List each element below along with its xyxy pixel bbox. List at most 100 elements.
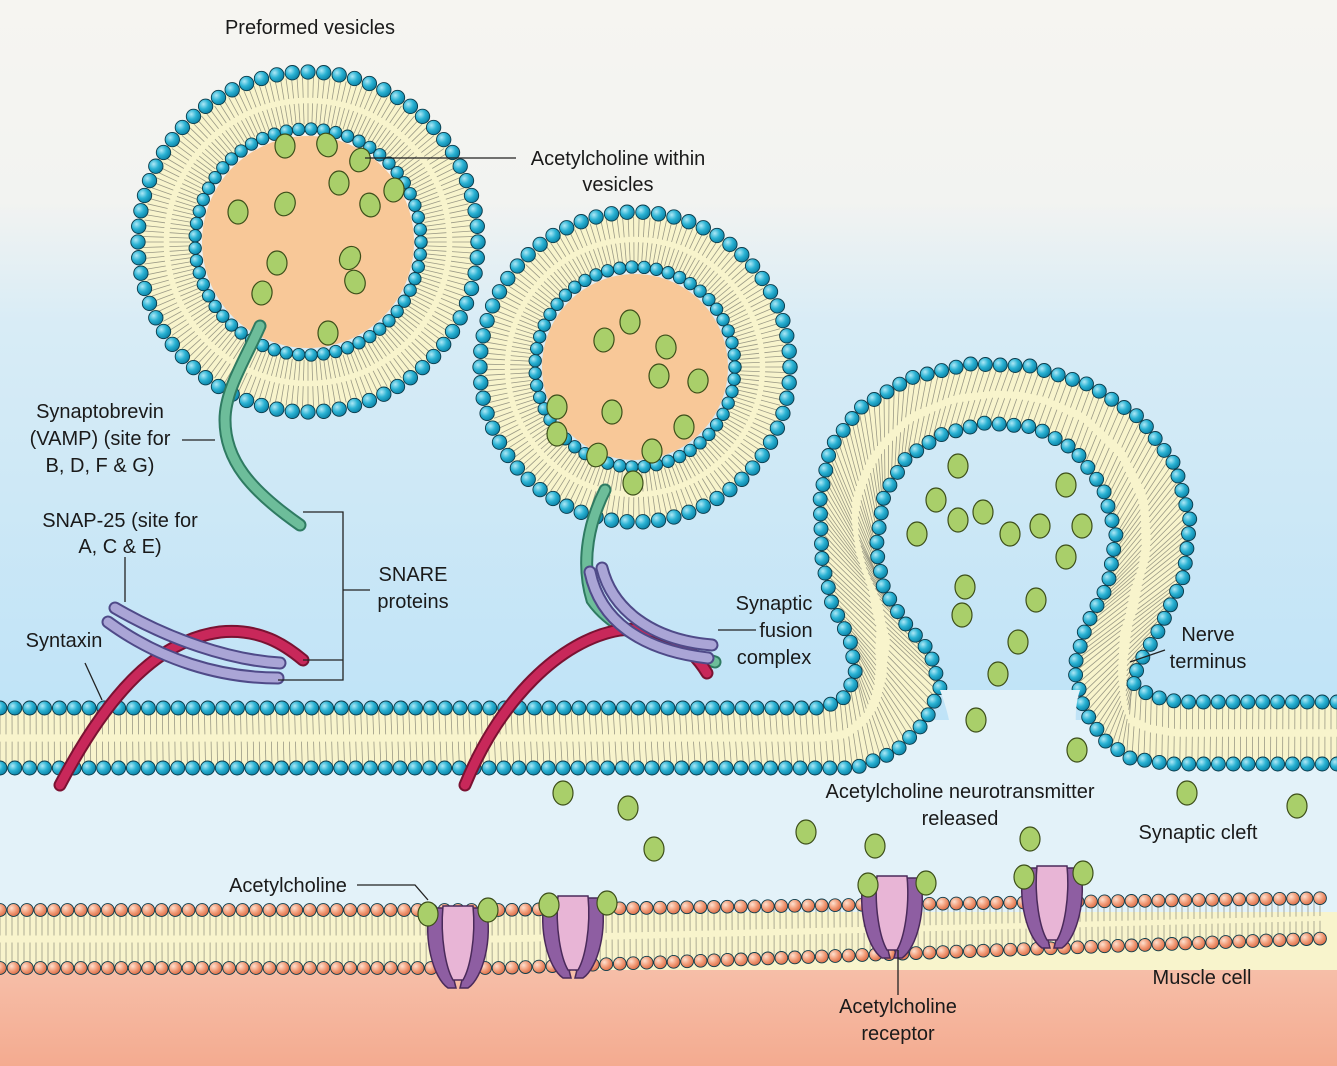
lipid-head (762, 284, 779, 300)
label-released-1: Acetylcholine neurotransmitter (825, 781, 1094, 803)
lipid-head (559, 498, 575, 514)
lipid-head (302, 903, 317, 917)
lipid-head (600, 760, 616, 776)
acetylcholine-molecule (383, 177, 405, 203)
lipid-head (402, 370, 419, 386)
lipid-head (754, 270, 770, 287)
lipid-head (343, 903, 358, 917)
leader-nerve (1129, 649, 1166, 663)
vesicle-lumen (202, 136, 414, 348)
lipid-head (792, 760, 808, 776)
lipid-head (164, 131, 180, 148)
lipid-head (20, 903, 34, 917)
lipid-head (130, 234, 146, 250)
lipid-head (469, 250, 485, 266)
lipid-head (316, 347, 331, 361)
lipid-head (920, 707, 936, 723)
lipid-head (136, 187, 153, 204)
lipid-head (824, 594, 839, 610)
lipid-head (683, 443, 697, 458)
lipid-head (890, 604, 905, 620)
lipid-head (702, 292, 716, 307)
lipid-head (407, 760, 423, 776)
lipid-head (781, 375, 797, 391)
label-snare-1: SNARE (379, 564, 448, 586)
lipid-head (1313, 931, 1327, 946)
lipid-head (185, 760, 201, 776)
lipid-head (530, 341, 544, 356)
lipid-head (781, 343, 797, 359)
lipid-head (340, 341, 355, 355)
lipid-head (882, 591, 898, 607)
lipid-head (276, 903, 290, 917)
lipid-head (1175, 570, 1191, 586)
acetylcholine-molecule (864, 833, 886, 859)
lipid-head (1156, 610, 1172, 626)
acetylcholine-molecule (622, 470, 644, 496)
lipid-head (397, 294, 411, 308)
lipid-head (949, 896, 964, 911)
acetylcholine-molecule (417, 901, 439, 927)
acetylcholine-molecule (328, 170, 350, 196)
lipid-head (540, 760, 556, 776)
lipid-head (922, 945, 937, 960)
acetylcholine-molecule (857, 872, 879, 898)
lipid-head (114, 903, 129, 917)
lipid-head (348, 760, 364, 776)
lipid-head (1178, 497, 1194, 513)
lipid-head (905, 369, 921, 385)
lipid-head (253, 397, 270, 414)
label-synaptobrevin-3: B, D, F & G) (46, 455, 155, 477)
label-ach-within-2: vesicles (582, 174, 653, 196)
lipid-head (1084, 894, 1098, 909)
lipid-head (467, 203, 483, 219)
lipid-head (422, 760, 438, 776)
lipid-head (1285, 694, 1300, 710)
lipid-head (1232, 892, 1247, 907)
lipid-head (136, 280, 153, 297)
lipid-head (1081, 709, 1097, 725)
lipid-head (274, 700, 290, 716)
acetylcholine-receptor (860, 875, 924, 959)
lipid-head (244, 700, 260, 716)
lipid-head (316, 903, 331, 917)
acetylcholine-receptor (541, 895, 605, 979)
lipid-head (748, 760, 764, 776)
lipid-head (1329, 756, 1337, 772)
lipid-head (586, 700, 602, 716)
lipid-head (408, 198, 422, 212)
lipid-head (164, 336, 180, 353)
lipid-head (269, 401, 285, 417)
label-synaptobrevin-1: Synaptobrevin (36, 401, 164, 423)
lipid-head (249, 961, 263, 975)
lipid-head (835, 690, 851, 706)
lipid-head (1272, 933, 1287, 947)
lipid-head (378, 700, 394, 716)
lipid-head (1124, 938, 1139, 953)
lipid-head (709, 490, 725, 507)
lipid-head (674, 760, 690, 776)
lipid-head (234, 326, 248, 340)
acetylcholine-molecule (596, 890, 618, 916)
lipid-head (279, 346, 293, 360)
lipid-head (545, 227, 561, 244)
lipid-head (141, 172, 158, 189)
lipid-head (801, 950, 816, 964)
lipid-head (148, 158, 164, 174)
lipid-head (720, 952, 735, 967)
label-syntaxin: Syntaxin (26, 630, 103, 652)
lipid-head (817, 565, 833, 581)
lipid-head (532, 236, 548, 253)
lipid-head (316, 65, 332, 81)
lipid-head (210, 89, 227, 106)
lipid-head (1178, 936, 1193, 951)
lipid-head (645, 700, 661, 716)
lipid-head (1104, 391, 1120, 407)
lipid-head (870, 549, 886, 565)
lipid-head (127, 961, 142, 975)
lipid-head (346, 70, 363, 87)
lipid-head (216, 161, 230, 175)
lipid-head (775, 405, 791, 422)
receptor-center (441, 905, 475, 981)
lipid-head (87, 903, 102, 917)
